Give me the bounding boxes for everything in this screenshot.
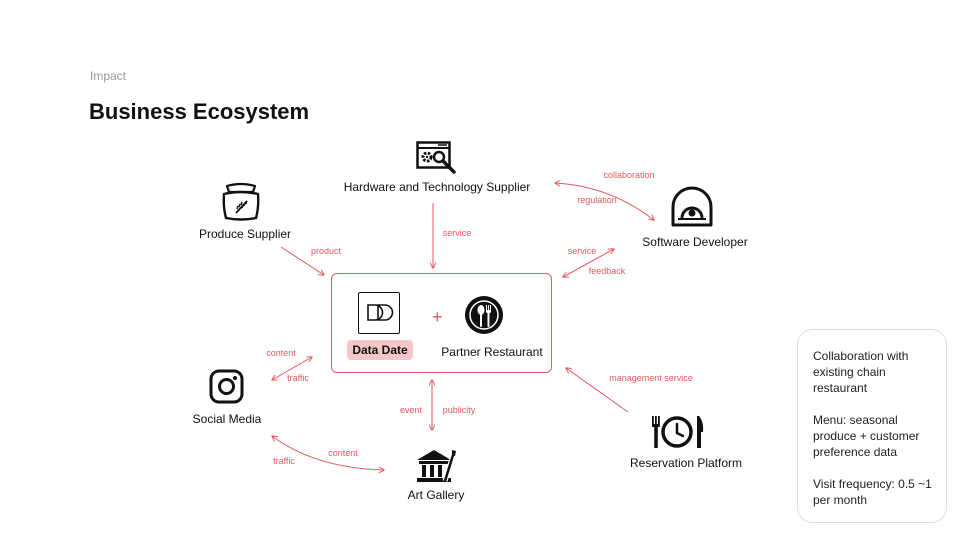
edge-social-center [272,357,312,380]
note-visit-frequency: Visit frequency: 0.5 ~1 per month [813,477,932,507]
edge-label-product: product [310,246,342,256]
edge-label-service-software: service [567,246,597,256]
edge-software-center [563,249,614,277]
grain-sack-icon [222,182,260,221]
edge-label-feedback: feedback [588,266,626,276]
edge-label-service-hardware: service [442,228,472,238]
edge-reservation-center [566,368,629,413]
page-eyebrow: Impact [90,69,127,83]
instagram-icon [209,369,244,404]
plate-spoon-fork-icon [465,296,503,334]
edge-label-regulation: regulation [577,195,617,205]
edge-label-management-service: management service [609,373,693,383]
edge-label-content-gallery: content [328,448,358,458]
data-date-logo-icon [358,292,400,334]
plus-sign: + [432,307,443,327]
edge-produce-center [280,246,324,275]
data-date-badge: Data Date [347,340,413,360]
edge-label-traffic-gallery: traffic [273,456,295,466]
page-title: Business Ecosystem [89,99,310,124]
edge-label-collaboration: collaboration [603,170,655,180]
edge-social-gallery [272,436,384,470]
software-developer-label: Software Developer [642,235,748,249]
core-partnership-box [331,273,552,373]
produce-supplier-label: Produce Supplier [198,227,292,241]
note-menu: Menu: seasonal produce + customer prefer… [813,413,920,459]
reservation-platform-label: Reservation Platform [629,456,743,470]
partner-restaurant-label: Partner Restaurant [441,345,543,359]
edge-label-publicity: publicity [442,405,476,415]
art-gallery-label: Art Gallery [407,488,465,502]
social-media-label: Social Media [192,412,262,426]
gauge-dome-icon [671,186,713,227]
edge-label-content-social: content [266,348,296,358]
edge-label-traffic-social: traffic [287,373,309,383]
note-collaboration: Collaboration with existing chain restau… [813,349,909,395]
museum-brush-icon [417,450,457,482]
collaboration-note-card: Collaboration with existing chain restau… [797,329,947,523]
monitor-gear-search-icon [416,141,456,174]
edge-hardware-software [555,183,654,220]
edge-label-event: event [399,405,423,415]
fork-clock-knife-icon [652,416,704,448]
hardware-supplier-label: Hardware and Technology Supplier [343,180,531,194]
